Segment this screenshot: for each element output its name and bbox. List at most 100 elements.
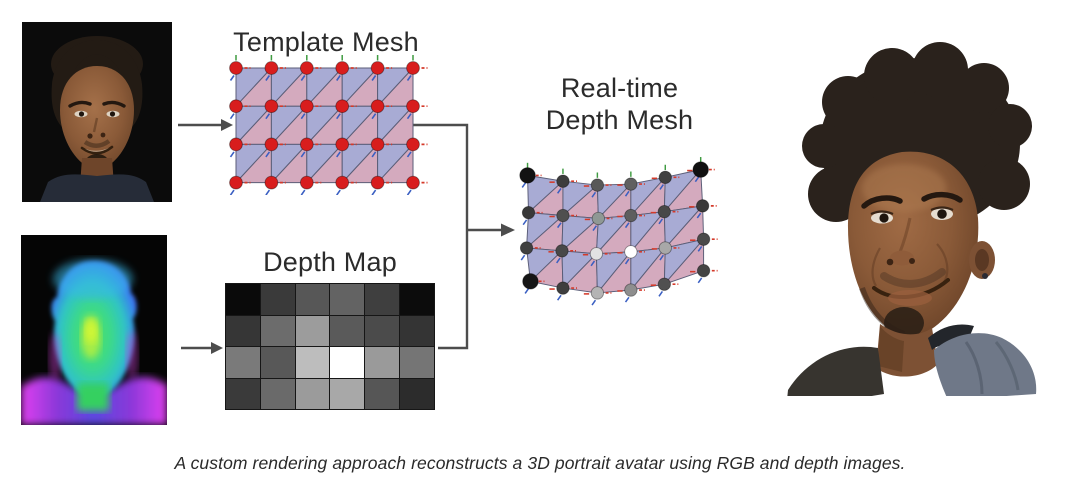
axis-blue-tick	[592, 225, 598, 231]
depth-cell	[226, 284, 260, 315]
depth-portrait-illustration	[21, 235, 167, 425]
mesh-node	[591, 211, 605, 226]
axis-blue-tick	[300, 189, 306, 195]
depth-cell	[365, 315, 400, 346]
mesh-node	[264, 137, 279, 152]
depth-cell	[400, 315, 434, 346]
realtime-depth-mesh-graphic	[519, 157, 718, 306]
mesh-node	[519, 167, 536, 184]
mesh-node	[299, 175, 314, 190]
axis-blue-tick	[265, 75, 271, 81]
mesh-node	[555, 244, 569, 258]
depth-cell	[400, 284, 434, 315]
axis-blue-tick	[624, 258, 630, 265]
realtime-label-line2: Depth Mesh	[545, 105, 694, 135]
mesh-node	[229, 137, 243, 152]
mesh-node	[624, 177, 638, 191]
mesh-node	[696, 264, 711, 278]
mesh-node	[556, 281, 570, 295]
axis-blue-tick	[624, 222, 630, 229]
rgb-portrait-illustration	[22, 22, 172, 202]
axis-blue-tick	[556, 294, 562, 301]
mesh-node	[692, 161, 709, 178]
depth-cell	[226, 378, 260, 409]
avatar-portrait	[752, 36, 1054, 410]
axis-blue-tick	[300, 113, 306, 120]
arrowhead-icon	[211, 342, 223, 354]
mesh-node	[335, 99, 350, 114]
mesh-node	[695, 199, 710, 213]
depth-cell	[295, 315, 330, 346]
depth-cell	[260, 347, 295, 378]
axis-blue-tick	[590, 260, 596, 267]
mesh-node	[590, 178, 605, 192]
axis-blue-tick	[624, 296, 630, 303]
axis-blue-tick	[229, 151, 235, 158]
mesh-node	[335, 175, 350, 190]
depth-cell	[260, 284, 295, 315]
mesh-node	[370, 99, 385, 114]
axis-blue-tick	[624, 190, 630, 197]
mesh-node	[624, 245, 638, 259]
axis-blue-tick	[336, 113, 341, 120]
depth-map-label: Depth Map	[263, 247, 397, 277]
mesh-node	[299, 137, 314, 152]
depth-input-image	[21, 235, 167, 425]
mesh-node	[590, 286, 605, 300]
mesh-node	[370, 137, 385, 152]
axis-blue-tick	[522, 219, 528, 226]
axis-blue-tick	[371, 151, 377, 158]
axis-blue-tick	[659, 254, 664, 261]
axis-blue-tick	[520, 254, 526, 261]
axis-blue-tick	[229, 75, 235, 81]
axis-blue-tick	[229, 113, 235, 120]
mesh-node	[658, 241, 672, 255]
depth-cell	[330, 347, 365, 378]
mesh-node	[370, 61, 385, 75]
mesh-node	[335, 137, 350, 152]
realtime-label-line1: Real-time	[560, 73, 679, 103]
depth-cell	[260, 378, 295, 409]
axis-blue-tick	[406, 75, 412, 81]
mesh-node	[406, 137, 420, 152]
axis-blue-tick	[406, 189, 412, 195]
depth-cell	[330, 378, 365, 409]
mesh-node	[521, 206, 536, 220]
mesh-node	[696, 232, 711, 246]
axis-blue-tick	[336, 189, 341, 195]
depth-cell	[295, 378, 330, 409]
axis-blue-tick	[556, 257, 561, 264]
mesh-node	[657, 277, 671, 291]
mesh-node	[624, 283, 638, 297]
axis-blue-tick	[371, 189, 377, 195]
axis-blue-tick	[521, 182, 527, 188]
axis-blue-tick	[658, 291, 664, 297]
mesh-node	[406, 99, 420, 114]
axis-blue-tick	[591, 299, 597, 306]
axis-blue-tick	[265, 189, 271, 195]
mesh-node	[264, 61, 279, 75]
realtime-depth-mesh-label: Real-time Depth Mesh	[532, 72, 707, 136]
axis-blue-tick	[658, 218, 664, 225]
mesh-node	[264, 99, 279, 114]
axis-blue-tick	[524, 288, 530, 294]
depth-cell	[260, 315, 295, 346]
rgb-input-photo	[22, 22, 172, 202]
mesh-node	[519, 241, 534, 255]
depth-cell	[330, 315, 365, 346]
axis-blue-tick	[371, 113, 377, 120]
depth-map-grid	[225, 283, 435, 410]
mesh-node	[229, 175, 243, 190]
figure-caption: A custom rendering approach reconstructs…	[174, 453, 906, 473]
depth-cell	[295, 347, 330, 378]
axis-blue-tick	[336, 151, 341, 158]
mesh-node	[264, 175, 279, 190]
axis-blue-tick	[300, 151, 306, 158]
mesh-node	[299, 99, 314, 114]
depth-cell	[365, 347, 400, 378]
mesh-node	[522, 273, 539, 290]
template-mesh-graphic	[229, 55, 428, 195]
axis-blue-tick	[694, 176, 700, 183]
mesh-node	[370, 175, 385, 190]
axis-blue-tick	[265, 113, 271, 120]
